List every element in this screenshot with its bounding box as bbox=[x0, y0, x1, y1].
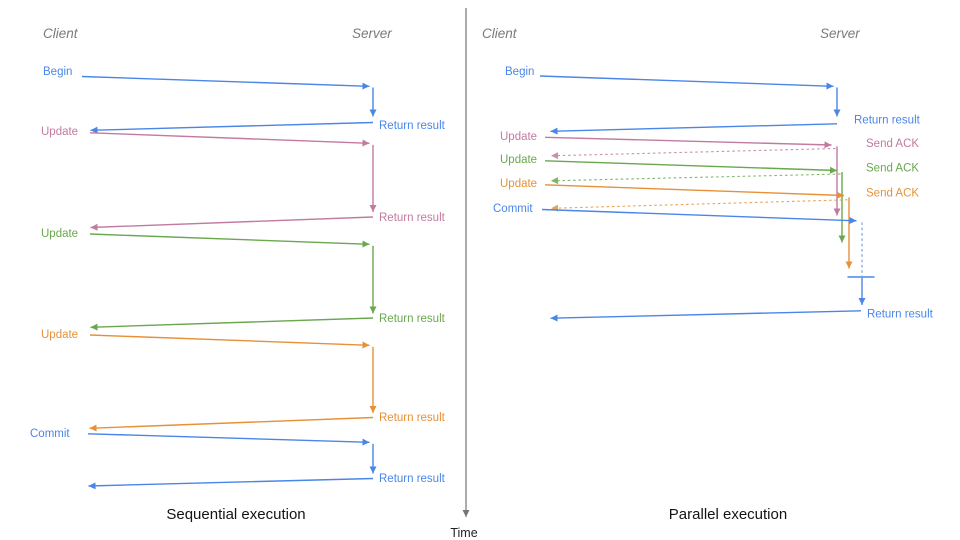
request-label: Update bbox=[41, 228, 78, 240]
left-step-update-3: Update Return result bbox=[41, 329, 446, 432]
request-arrow bbox=[89, 334, 370, 349]
request-label: Commit bbox=[30, 428, 70, 440]
response-label: Return result bbox=[379, 412, 446, 424]
response-arrow bbox=[90, 121, 374, 134]
request-arrow bbox=[544, 160, 838, 174]
right-server-label: Server bbox=[820, 26, 860, 41]
request-label: Update bbox=[500, 154, 537, 166]
response-label: Return result bbox=[379, 212, 446, 224]
right-step-update-2: Update Send ACK bbox=[500, 154, 919, 243]
right-step-update-3: Update Send ACK bbox=[500, 178, 919, 269]
left-panel: Client Server Begin Return result Update… bbox=[30, 26, 446, 523]
response-label: Send ACK bbox=[866, 163, 919, 175]
request-label: Commit bbox=[493, 203, 533, 215]
request-label: Update bbox=[41, 329, 78, 341]
right-client-label: Client bbox=[482, 26, 518, 41]
ack-arrow bbox=[550, 147, 836, 160]
response-label: Send ACK bbox=[866, 188, 919, 200]
response-label: Return result bbox=[854, 115, 921, 127]
ack-arrow bbox=[550, 199, 848, 212]
request-arrow bbox=[544, 184, 845, 199]
response-label: Send ACK bbox=[866, 138, 919, 150]
request-arrow bbox=[544, 136, 832, 149]
response-arrow bbox=[90, 216, 374, 231]
right-step-update-1: Update Send ACK bbox=[500, 131, 919, 216]
right-panel: Client Server Begin Return result Update… bbox=[482, 26, 934, 523]
left-step-update-1: Update Return result bbox=[41, 126, 446, 231]
request-arrow bbox=[541, 208, 857, 225]
request-label: Update bbox=[500, 178, 537, 190]
right-caption: Parallel execution bbox=[669, 506, 787, 523]
time-axis-label: Time bbox=[450, 526, 477, 540]
left-step-update-2: Update Return result bbox=[41, 228, 446, 331]
ack-arrow bbox=[550, 173, 841, 185]
time-axis: Time bbox=[450, 8, 478, 540]
response-arrow bbox=[90, 317, 374, 331]
request-label: Update bbox=[500, 131, 537, 143]
right-step-commit: Commit Return result bbox=[493, 203, 934, 322]
right-step-begin: Begin Return result bbox=[505, 66, 921, 135]
request-arrow bbox=[89, 132, 370, 147]
response-arrow bbox=[89, 416, 374, 432]
response-arrow bbox=[88, 477, 374, 490]
left-step-begin: Begin Return result bbox=[43, 66, 446, 134]
request-arrow bbox=[89, 233, 370, 248]
response-label: Return result bbox=[379, 120, 446, 132]
request-label: Begin bbox=[505, 66, 534, 78]
request-label: Update bbox=[41, 126, 78, 138]
response-label: Return result bbox=[867, 309, 934, 321]
request-arrow bbox=[539, 75, 834, 90]
left-caption: Sequential execution bbox=[166, 506, 305, 523]
response-arrow bbox=[550, 310, 862, 322]
request-arrow bbox=[87, 433, 370, 446]
left-client-label: Client bbox=[43, 26, 79, 41]
response-label: Return result bbox=[379, 313, 446, 325]
response-label: Return result bbox=[379, 473, 446, 485]
left-step-commit: Commit Return result bbox=[30, 428, 446, 490]
response-arrow bbox=[550, 123, 838, 135]
request-arrow bbox=[81, 75, 370, 90]
request-label: Begin bbox=[43, 66, 72, 78]
left-server-label: Server bbox=[352, 26, 392, 41]
